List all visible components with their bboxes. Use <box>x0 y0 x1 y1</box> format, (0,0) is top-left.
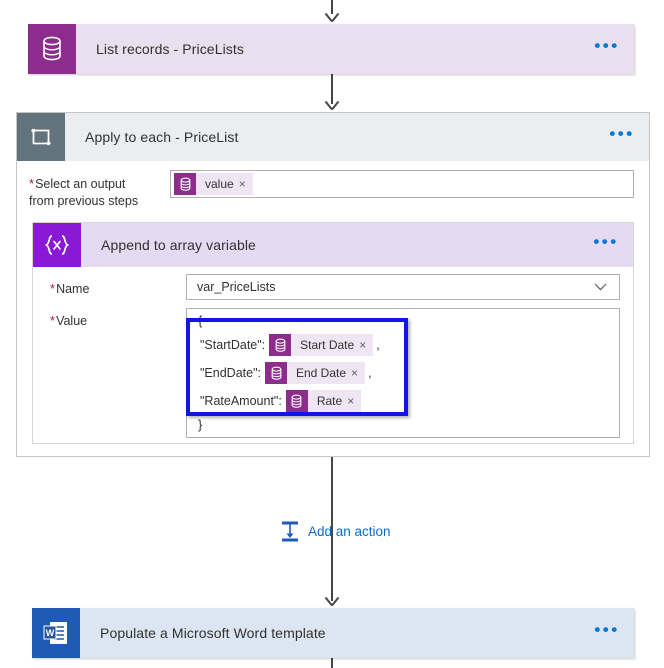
append-to-array-header[interactable]: Append to array variable ••• <box>33 223 633 267</box>
action-menu-apply-to-each[interactable]: ••• <box>609 124 635 143</box>
action-menu-append-to-array[interactable]: ••• <box>593 232 619 251</box>
token-label-end-date: End Date <box>296 366 347 380</box>
json-highlight-annotation <box>186 318 408 416</box>
label-select-output-line1: Select an output <box>35 177 126 191</box>
dataverse-database-icon <box>174 173 196 195</box>
dataverse-database-icon <box>269 334 292 356</box>
json-key-startdate: "StartDate": <box>200 338 266 352</box>
label-value: *Value <box>50 312 87 330</box>
dataverse-database-icon <box>265 362 287 384</box>
action-title-list-records: List records - PriceLists <box>96 41 244 57</box>
json-key-rateamount: "RateAmount": <box>200 394 282 408</box>
label-select-an-output: *Select an output from previous steps <box>29 175 169 210</box>
connector-top-to-list-records <box>331 0 333 14</box>
loop-foreach-icon <box>17 113 65 161</box>
microsoft-word-icon: W <box>32 608 80 658</box>
dataverse-database-icon <box>285 390 308 412</box>
dataverse-database-icon <box>28 24 76 74</box>
action-card-populate-word-template[interactable]: W Populate a Microsoft Word template ••• <box>32 608 634 658</box>
connector-word-bottom <box>331 658 333 668</box>
token-label-value: value <box>205 177 234 191</box>
required-marker-value: * <box>50 313 56 328</box>
token-remove-start-date[interactable]: × <box>359 338 367 352</box>
json-row-rateamount[interactable]: "RateAmount": Rate × <box>200 390 364 412</box>
action-menu-list-records[interactable]: ••• <box>594 36 620 55</box>
token-start-date[interactable]: Start Date × <box>269 334 374 356</box>
json-comma-enddate: , <box>368 366 372 380</box>
label-name-text: Name <box>56 282 90 296</box>
value-json-editor[interactable]: { } <box>186 308 620 438</box>
action-title-append-to-array: Append to array variable <box>101 237 256 253</box>
action-card-apply-to-each[interactable]: Apply to each - PriceList ••• <box>17 113 649 161</box>
label-value-text: Value <box>56 314 88 328</box>
add-an-action-button[interactable]: Add an action <box>280 520 391 542</box>
select-output-input[interactable]: value × <box>170 170 634 198</box>
arrowhead-top <box>323 8 341 22</box>
action-card-list-records[interactable]: List records - PriceLists ••• <box>28 24 634 74</box>
token-remove-value[interactable]: × <box>238 177 246 191</box>
token-remove-rate[interactable]: × <box>347 394 355 408</box>
json-row-enddate[interactable]: "EndDate": End Date × , <box>200 362 372 384</box>
json-close-brace: } <box>198 417 203 432</box>
label-name: *Name <box>50 280 89 298</box>
svg-text:W: W <box>46 628 55 638</box>
required-marker-select-output: * <box>29 176 35 191</box>
chevron-down-icon[interactable] <box>594 283 619 291</box>
arrowhead-apply <box>323 96 341 110</box>
add-an-action-label: Add an action <box>308 523 391 539</box>
json-key-enddate: "EndDate": <box>200 366 261 380</box>
json-comma-startdate: , <box>376 338 380 352</box>
action-title-apply-to-each: Apply to each - PriceList <box>85 129 239 145</box>
token-rate[interactable]: Rate × <box>285 390 362 412</box>
arrowhead-word <box>323 592 341 606</box>
token-remove-end-date[interactable]: × <box>351 366 359 380</box>
add-action-insert-icon <box>280 520 300 542</box>
connector-apply-to-each-to-word <box>331 457 333 601</box>
variable-braces-icon <box>33 223 81 267</box>
token-end-date[interactable]: End Date × <box>265 362 366 384</box>
action-title-populate-word-template: Populate a Microsoft Word template <box>100 625 326 641</box>
action-menu-populate-word-template[interactable]: ••• <box>594 620 620 639</box>
token-value[interactable]: value × <box>174 173 253 195</box>
label-select-output-line2: from previous steps <box>29 194 139 208</box>
name-dropdown-value: var_PriceLists <box>197 280 276 294</box>
token-label-start-date: Start Date <box>300 338 355 352</box>
name-dropdown[interactable]: var_PriceLists <box>186 274 620 300</box>
required-marker-name: * <box>50 281 56 296</box>
connector-list-records-to-apply-to-each <box>331 74 333 104</box>
token-label-rate: Rate <box>316 394 343 408</box>
json-row-startdate[interactable]: "StartDate": Start Date × , <box>200 334 380 356</box>
